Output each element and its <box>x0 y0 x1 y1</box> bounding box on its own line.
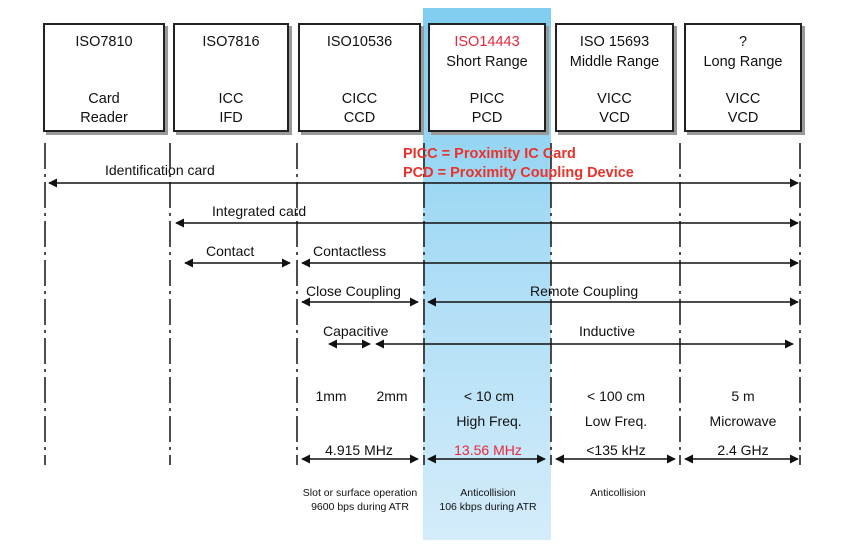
standard-code: ISO10536 <box>326 34 393 50</box>
frequency-long-range: 2.4 GHz <box>717 442 769 458</box>
standard-reader-name: Reader <box>80 110 128 126</box>
standard-card-name: Card <box>88 91 120 107</box>
standard-card-name: PICC <box>469 91 505 107</box>
note-picc-definition: PICC = Proximity IC Card <box>403 146 576 162</box>
standard-card-name: VICC <box>725 91 761 107</box>
standard-reader-name: CCD <box>343 110 376 126</box>
standard-reader-name: VCD <box>599 110 630 126</box>
footnote-line: Anticollision <box>460 487 516 499</box>
standard-range: Short Range <box>446 54 528 70</box>
distance-1mm: 1mm <box>315 388 347 404</box>
standard-code: ISO14443 <box>454 34 520 50</box>
standard-card-name: ICC <box>218 91 244 107</box>
footnote-line: 9600 bps during ATR <box>311 501 409 513</box>
label-contactless: Contactless <box>313 243 387 259</box>
standard-box-iso7816: ISO7816 ICC IFD <box>173 23 289 132</box>
footnote-close-coupling: Slot or surface operation 9600 bps durin… <box>303 486 417 514</box>
footnote-middle-range: Anticollision <box>590 486 645 500</box>
standard-reader-name: IFD <box>219 110 243 126</box>
label-integrated-card: Integrated card <box>212 203 307 219</box>
note-pcd-definition: PCD = Proximity Coupling Device <box>403 165 634 181</box>
standard-box-iso14443: ISO14443 Short Range PICC PCD <box>428 23 546 132</box>
label-capacitive: Capacitive <box>323 323 389 339</box>
distance-long-range: 5 m <box>731 388 755 404</box>
standard-range: Long Range <box>703 54 783 70</box>
label-identification-card: Identification card <box>105 162 215 178</box>
label-remote-coupling: Remote Coupling <box>530 283 639 299</box>
footnote-short-range: Anticollision 106 kbps during ATR <box>439 486 536 514</box>
footnote-line: 106 kbps during ATR <box>439 501 537 513</box>
footnote-line: Slot or surface operation <box>302 487 418 499</box>
frequency-middle-range: <135 kHz <box>586 442 646 458</box>
standard-code: ISO7816 <box>202 34 260 50</box>
standard-card-name: VICC <box>597 91 632 107</box>
standard-reader-name: VCD <box>727 110 759 126</box>
standard-code: ? <box>738 34 748 50</box>
label-inductive: Inductive <box>579 323 636 339</box>
frequency-close-coupling: 4.915 MHz <box>325 442 393 458</box>
label-contact: Contact <box>206 243 255 259</box>
standard-box-iso10536: ISO10536 CICC CCD <box>298 23 421 132</box>
standard-box-iso7810: ISO7810 Card Reader <box>43 23 165 132</box>
band-long-range: Microwave <box>709 413 777 429</box>
standard-code: ISO 15693 <box>579 34 650 50</box>
standard-card-name: CICC <box>341 91 378 107</box>
distance-short-range: < 10 cm <box>463 388 515 404</box>
standard-box-iso15693: ISO 15693 Middle Range VICC VCD <box>555 23 674 132</box>
distance-middle-range: < 100 cm <box>587 388 645 404</box>
label-close-coupling: Close Coupling <box>306 283 401 299</box>
standard-code: ISO7810 <box>75 34 133 50</box>
footnote-line: Anticollision <box>590 487 646 499</box>
frequency-short-range: 13.56 MHz <box>454 442 522 458</box>
standard-range: Middle Range <box>569 54 660 70</box>
standard-box-long-range: ? Long Range VICC VCD <box>684 23 802 132</box>
distance-2mm: 2mm <box>376 388 408 404</box>
band-short-range: High Freq. <box>456 413 522 429</box>
band-middle-range: Low Freq. <box>584 413 648 429</box>
standard-reader-name: PCD <box>471 110 503 126</box>
